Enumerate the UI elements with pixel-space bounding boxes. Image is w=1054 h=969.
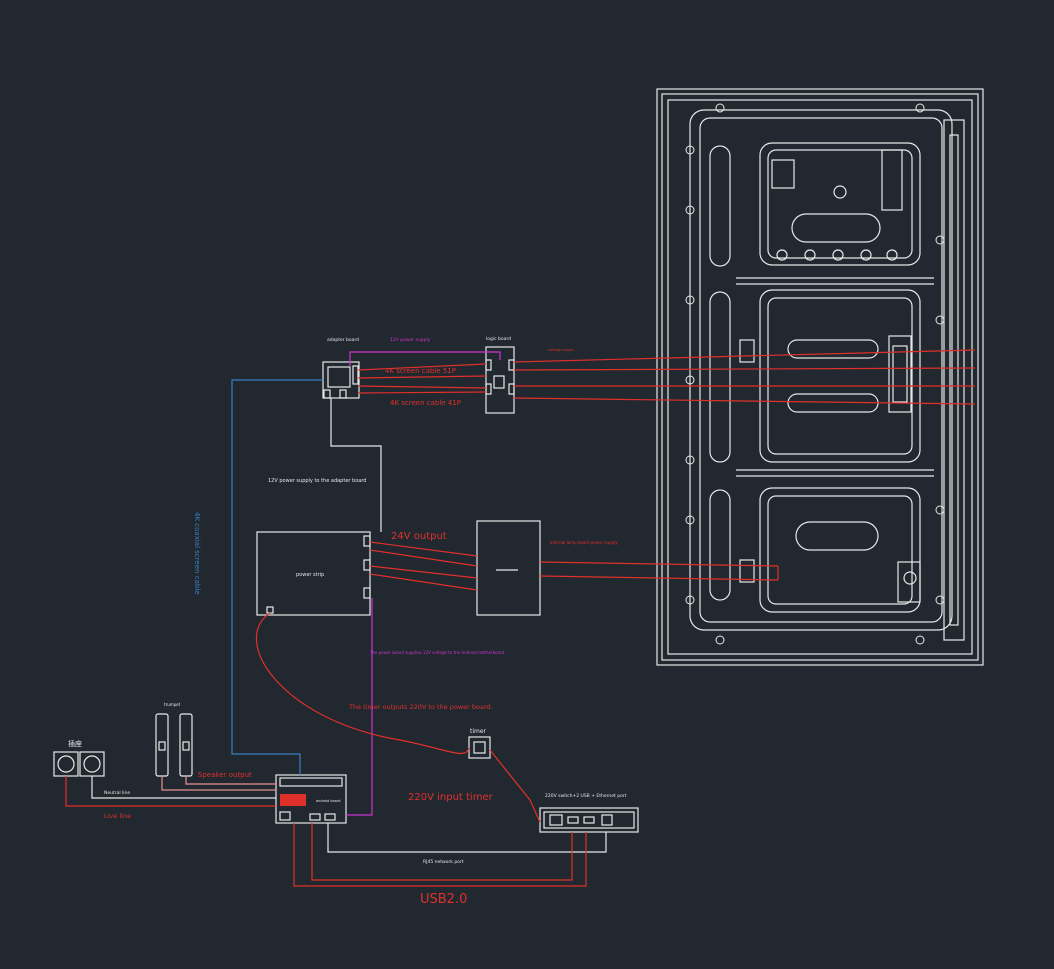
lcd-panel-back (656, 88, 984, 666)
input-timer-220v-label: 220V input timer (408, 792, 494, 803)
usb20-label: USB2.0 (420, 892, 467, 907)
cable-41p-label: 4K screen cable 41P (390, 399, 461, 407)
logic-board (485, 346, 515, 414)
adapter-board-label: adapter board (327, 337, 359, 343)
wire-live (65, 776, 276, 807)
wire-neutral (91, 776, 276, 799)
wire-timer-switch (489, 749, 541, 823)
switch-usb-label: 220V switch+2 USB + Ethernet port (545, 793, 627, 799)
power-sockets (53, 751, 105, 777)
power-strip-label: power strip (296, 572, 324, 578)
speaker-output-label: Speaker output (198, 771, 252, 779)
wire-lamp-board (539, 561, 779, 581)
wire-screen-cables (357, 363, 487, 394)
android-board-label: android board (316, 799, 341, 803)
wire-12v-adapter-logic (349, 351, 501, 366)
speakers (155, 713, 193, 777)
v12-adapter-label: 12V power supply to the adapter board (268, 478, 366, 484)
wire-logic-to-panel (513, 349, 976, 405)
neutral-line-label: Neutral line (104, 790, 130, 796)
wire-coaxial (231, 379, 323, 775)
live-line-label: Live line (104, 812, 131, 820)
lamp-board-box (476, 520, 541, 616)
voltage-note-label: voltage output (548, 348, 574, 352)
adapter-board (322, 361, 360, 399)
android-board-chip (280, 794, 306, 806)
wire-timer-power (255, 612, 470, 755)
wire-speakers-2 (185, 776, 276, 785)
trumpet-label: trumpet (164, 702, 181, 707)
android-board (275, 774, 347, 824)
wire-speakers (161, 776, 276, 791)
lcd-panel-holes (685, 103, 945, 645)
wire-rj45 (327, 823, 607, 853)
wire-12v-android (346, 598, 373, 816)
wire-12v-strip-adapter (330, 398, 382, 532)
backlight-power-label: Internal lamp board power supply (550, 540, 618, 545)
v24-output-label: 24V output (391, 531, 447, 542)
wire-usb-1 (293, 823, 587, 887)
coaxial-cable-label: 4K coaxial screen cable (193, 512, 201, 595)
timer-box (468, 736, 491, 759)
wire-usb-2 (311, 823, 573, 881)
power-board-12v-label: The power board supplies 12V voltage to … (369, 650, 505, 655)
socket-label: 插座 (68, 739, 82, 748)
timer-220v-label: The timer outputs 220V to the power boar… (348, 703, 493, 711)
v12-power-supply-label: 12V power supply (390, 337, 431, 343)
wire-24v-output (369, 541, 478, 591)
cable-51p-label: 4K screen cable 51P (385, 367, 456, 375)
switch-usb-panel (539, 807, 639, 833)
rj45-label: RJ45 network port (423, 859, 464, 865)
power-strip-board (256, 531, 371, 616)
timer-label: timer (470, 728, 487, 735)
logic-board-label: logic board (486, 336, 511, 342)
